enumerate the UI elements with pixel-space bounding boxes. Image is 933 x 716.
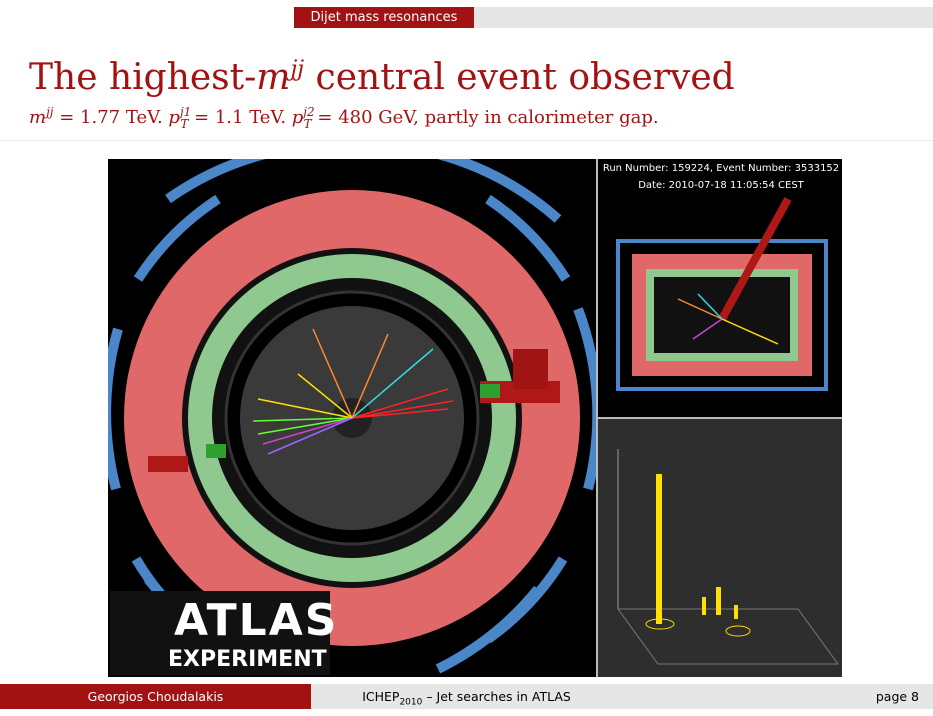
- sub-eq1: = 1.77 TeV.: [53, 107, 169, 128]
- footer-page: page 8: [622, 684, 933, 709]
- title-suffix: central event observed: [304, 57, 735, 98]
- sub-p1: p: [168, 107, 180, 128]
- end-view-svg: [108, 159, 596, 674]
- sub-j1: j1: [179, 105, 192, 119]
- sub-T1: T: [180, 116, 189, 131]
- side-view-panel: Run Number: 159224, Event Number: 353315…: [596, 159, 842, 417]
- header-right: [474, 7, 933, 28]
- slide-title: The highest-mjj central event observed: [29, 50, 735, 98]
- energy-deposits: [148, 349, 560, 472]
- footer-talk-title: – Jet searches in ATLAS: [422, 689, 571, 704]
- title-prefix: The highest-: [29, 57, 257, 98]
- logo-experiment: EXPERIMENT: [168, 647, 327, 672]
- footer-conf-sub: 2010: [399, 697, 423, 708]
- run-number: Run Number: 159224, Event Number: 353315…: [602, 163, 840, 174]
- header-bar: Dijet mass resonances: [0, 0, 933, 30]
- logo-atlas: ATLAS: [174, 595, 339, 646]
- atlas-logo: ATLAS EXPERIMENT: [110, 591, 336, 675]
- title-superscript: jj: [290, 57, 305, 82]
- header-left: [0, 0, 294, 26]
- section-title: Dijet mass resonances: [294, 7, 474, 28]
- event-display: ATLAS EXPERIMENT Run Number: 159224, Eve…: [108, 159, 842, 677]
- tracks: [252, 328, 454, 455]
- title-divider: [0, 140, 933, 141]
- title-symbol: m: [256, 57, 291, 98]
- footer-conf: ICHEP: [362, 689, 400, 704]
- sub-eq2: = 1.1 TeV.: [188, 107, 292, 128]
- footer-talk: ICHEP2010 – Jet searches in ATLAS: [311, 684, 622, 709]
- slide-subtitle: mjj = 1.77 TeV. pj1T = 1.1 TeV. pj2T = 4…: [29, 101, 659, 135]
- lego-plot-panel: [596, 417, 842, 677]
- sub-j2: j2: [303, 105, 315, 119]
- side-view-svg: [616, 197, 828, 391]
- sub-p2: p: [291, 107, 304, 128]
- sub-jj: jj: [46, 105, 54, 119]
- sub-eq3: = 480 GeV, partly in calorimeter gap.: [311, 107, 659, 128]
- sub-m: m: [29, 107, 47, 128]
- event-date: Date: 2010-07-18 11:05:54 CEST: [638, 180, 804, 191]
- sub-T2: T: [303, 116, 312, 131]
- footer-author: Georgios Choudalakis: [0, 684, 311, 709]
- footer-bar: Georgios Choudalakis ICHEP2010 – Jet sea…: [0, 684, 933, 709]
- lego-plot-svg: [617, 449, 839, 665]
